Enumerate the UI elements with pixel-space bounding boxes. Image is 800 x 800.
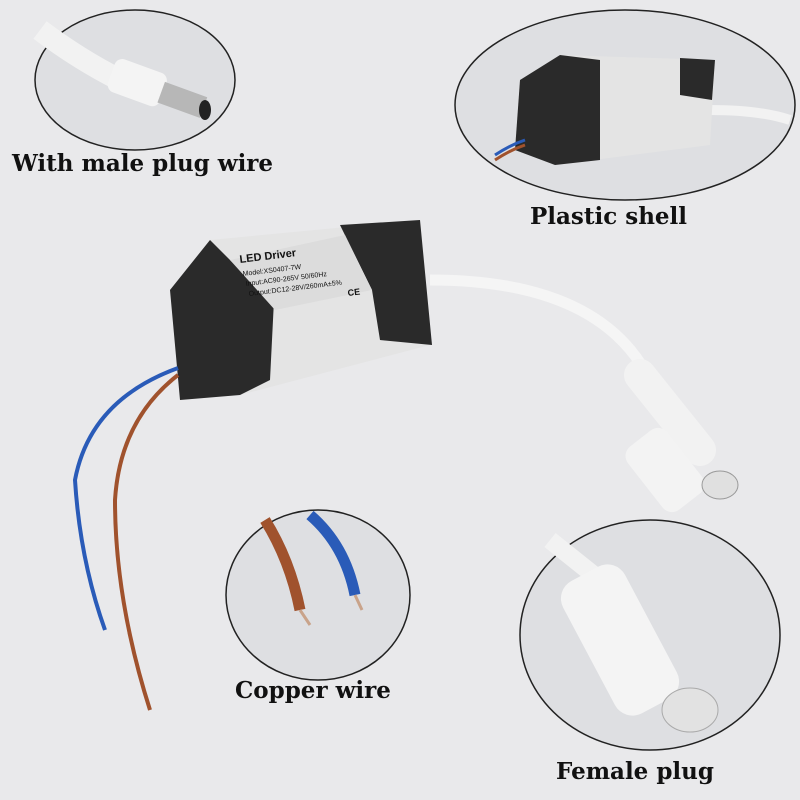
female-plug-callout (519, 519, 781, 751)
male-plug-callout (33, 9, 236, 151)
caption-plastic-shell: Plastic shell (530, 203, 688, 230)
caption-male-plug: With male plug wire (12, 150, 274, 177)
ce-mark: CE (347, 287, 361, 298)
plastic-shell-callout (454, 9, 796, 201)
caption-copper-wire: Copper wire (235, 677, 391, 704)
caption-female-plug: Female plug (556, 758, 714, 785)
led-driver: LED Driver Model:XS0407-7W Input:AC90-26… (72, 220, 739, 711)
copper-wire-callout (225, 509, 411, 681)
